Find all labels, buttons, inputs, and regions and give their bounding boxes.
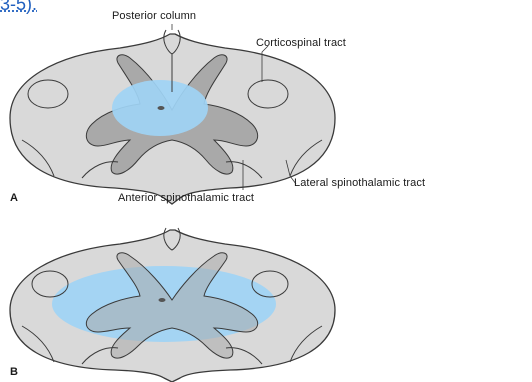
panel-b-diagram: [10, 228, 335, 382]
panel-letter-a: A: [10, 192, 18, 204]
central-canal-a: [158, 106, 165, 110]
label-lateral-spinothalamic-tract: Lateral spinothalamic tract: [294, 177, 425, 189]
panel-a-diagram: [10, 24, 335, 204]
label-anterior-spinothalamic-tract: Anterior spinothalamic tract: [118, 192, 254, 204]
panel-letter-b: B: [10, 366, 18, 378]
label-posterior-column: Posterior column: [112, 10, 196, 22]
label-corticospinal-tract: Corticospinal tract: [256, 37, 346, 49]
central-canal-b: [159, 298, 166, 302]
